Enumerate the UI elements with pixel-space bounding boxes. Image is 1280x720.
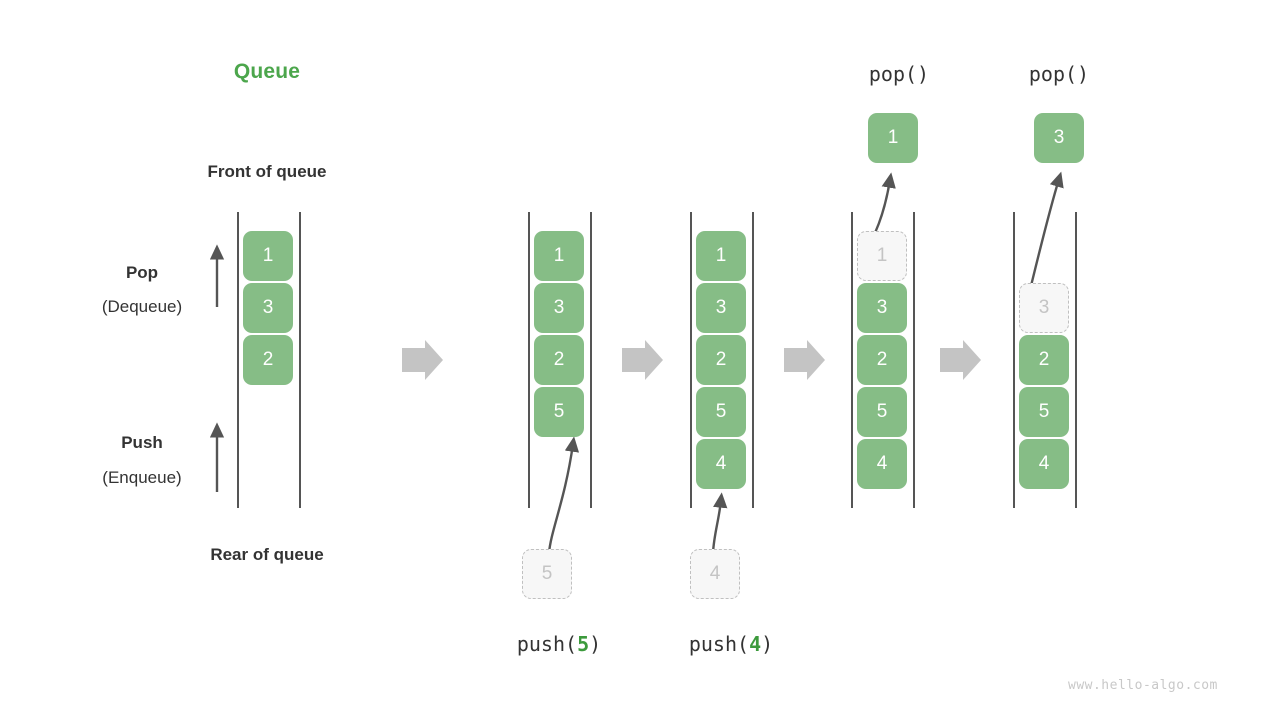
queue-cell: 2 (1019, 335, 1069, 385)
caption-value: 4 (749, 632, 762, 656)
queue-rail-right (752, 212, 754, 508)
queue-rail-right (299, 212, 301, 508)
queue-cell: 5 (1019, 387, 1069, 437)
flow-arrow (940, 340, 981, 380)
queue-rail-left (1013, 212, 1015, 508)
queue-cell: 2 (696, 335, 746, 385)
queue-cell: 2 (857, 335, 907, 385)
push-4-connector-arrow (711, 492, 728, 554)
caption-prefix: push( (688, 632, 750, 656)
push-5-connector-arrow (547, 436, 580, 554)
push-sublabel: (Enqueue) (102, 468, 182, 487)
caption-suffix: ) (761, 632, 774, 656)
incoming-element-ghost: 5 (522, 549, 572, 599)
queue-rail-left (237, 212, 239, 508)
queue-rail-right (590, 212, 592, 508)
queue-cell: 4 (857, 439, 907, 489)
incoming-element-ghost: 4 (690, 549, 740, 599)
pop-3-connector-arrow (1026, 171, 1064, 299)
popped-element: 3 (1034, 113, 1084, 163)
queue-cell: 4 (696, 439, 746, 489)
queue-cell: 3 (857, 283, 907, 333)
queue-rail-left (528, 212, 530, 508)
caption-suffix: ) (589, 632, 602, 656)
queue-cell-removed: 3 (1019, 283, 1069, 333)
queue-cell: 5 (857, 387, 907, 437)
queue-rail-right (913, 212, 915, 508)
queue-cell: 5 (696, 387, 746, 437)
push-5-caption: push(5) (459, 632, 659, 656)
queue-cell: 1 (534, 231, 584, 281)
queue-cell: 5 (534, 387, 584, 437)
pop-label: Pop (125, 263, 159, 282)
queue-cell: 3 (243, 283, 293, 333)
watermark: www.hello-algo.com (1068, 678, 1218, 693)
queue-cell: 2 (243, 335, 293, 385)
queue-rail-left (851, 212, 853, 508)
pop-sublabel: (Dequeue) (101, 297, 183, 316)
rear-of-queue-label: Rear of queue (210, 545, 324, 564)
queue-cell: 4 (1019, 439, 1069, 489)
pop-1-header: pop() (868, 62, 930, 86)
popped-element: 1 (868, 113, 918, 163)
flow-arrow (402, 340, 443, 380)
queue-cell: 2 (534, 335, 584, 385)
queue-rail-right (1075, 212, 1077, 508)
queue-cell-removed: 1 (857, 231, 907, 281)
queue-rail-left (690, 212, 692, 508)
flow-arrow (784, 340, 825, 380)
queue-cell: 3 (534, 283, 584, 333)
queue-cell: 1 (243, 231, 293, 281)
queue-cell: 3 (696, 283, 746, 333)
flow-arrow (622, 340, 663, 380)
caption-prefix: push( (516, 632, 578, 656)
push-label: Push (121, 433, 163, 452)
caption-value: 5 (577, 632, 590, 656)
pop-3-header: pop() (1028, 62, 1090, 86)
page-title: Queue (233, 60, 301, 83)
queue-cell: 1 (696, 231, 746, 281)
front-of-queue-label: Front of queue (207, 162, 327, 181)
push-4-caption: push(4) (631, 632, 831, 656)
